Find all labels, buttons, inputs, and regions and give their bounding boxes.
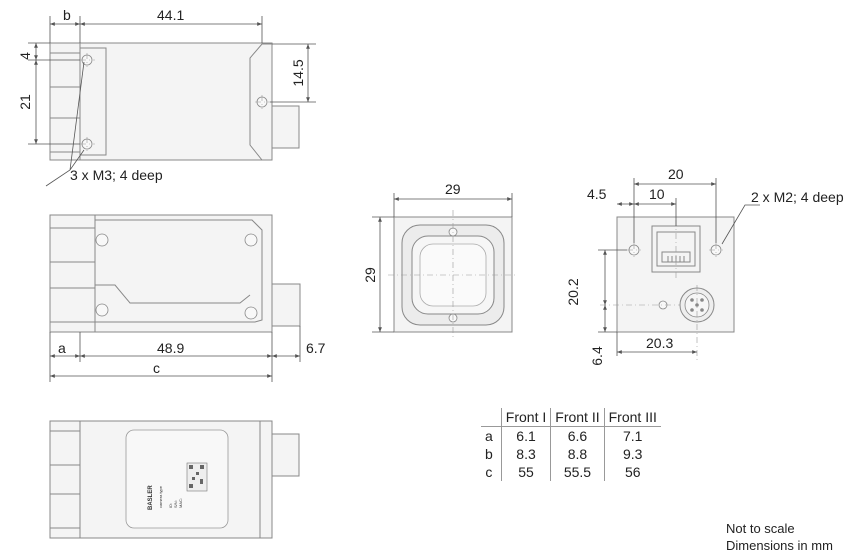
dim-back-10: 10 <box>649 186 665 202</box>
back-view-housing <box>616 216 735 333</box>
table-cell: 8.3 <box>516 446 536 462</box>
mac-line: MAC: <box>178 498 183 508</box>
dim-c-label: c <box>153 360 160 376</box>
back-view: 20 4.5 10 2 x M2; 4 deep 20.2 6.4 20.3 <box>565 166 844 366</box>
row-label: c <box>481 463 502 481</box>
dim-6-7-label: 6.7 <box>306 340 326 356</box>
screw-icon <box>95 233 109 247</box>
thread-note-m2: 2 x M2; 4 deep <box>751 189 844 205</box>
row-label: b <box>481 445 502 463</box>
table-row: b 8.3 8.8 9.3 <box>481 445 661 463</box>
screw-icon <box>244 233 258 247</box>
front-view: 29 29 <box>362 181 518 338</box>
dim-width-label: 44.1 <box>157 7 184 23</box>
units-note: Dimensions in mm <box>726 538 833 553</box>
dim-a-label: a <box>58 340 66 356</box>
table-cell: 55.5 <box>550 463 605 481</box>
screw-icon <box>95 303 109 317</box>
dim-back-20: 20 <box>668 166 684 182</box>
table-cell: 55 <box>518 464 534 480</box>
dim-front-height: 29 <box>362 267 378 283</box>
scale-note: Not to scale <box>726 521 795 536</box>
table-cell: 6.1 <box>516 428 536 444</box>
dim-back-20-3: 20.3 <box>646 335 673 351</box>
dim-back-20-2: 20.2 <box>565 278 581 305</box>
top-view: b 44.1 4 21 14.5 3 x M3; 4 deep <box>17 7 316 187</box>
table-cell: 6.6 <box>550 426 605 445</box>
table-cell: 9.3 <box>603 445 661 463</box>
dim-front-width: 29 <box>445 181 461 197</box>
row-label: a <box>481 426 502 445</box>
table-cell: 8.8 <box>550 445 605 463</box>
table-row: a 6.1 6.6 7.1 <box>481 426 661 445</box>
top-view-connector <box>271 105 300 149</box>
table-header: Front I <box>501 408 551 427</box>
side-view: a 48.9 6.7 c <box>49 214 326 382</box>
dim-back-4-5: 4.5 <box>587 186 607 202</box>
dim-14-5-label: 14.5 <box>290 59 306 86</box>
brand-logo: BASLER <box>148 485 154 510</box>
label-view: BASLER camera type ID: S/N: MAC: <box>49 420 300 539</box>
id-line: ID: <box>168 503 173 508</box>
dim-48-9-label: 48.9 <box>157 340 184 356</box>
screw-icon <box>244 306 258 320</box>
side-view-connector <box>271 283 301 327</box>
sn-line: S/N: <box>173 500 178 508</box>
table-row: c 55 55.5 56 <box>481 463 661 481</box>
thread-note-m3: 3 x M3; 4 deep <box>70 167 163 183</box>
dim-b-label: b <box>63 7 71 23</box>
table-cell: 7.1 <box>603 426 661 445</box>
dim-21-label: 21 <box>17 94 33 110</box>
dim-back-6-4: 6.4 <box>589 346 605 366</box>
table-header: Front III <box>603 408 661 427</box>
product-label <box>125 429 229 529</box>
table-cell: 56 <box>603 463 661 481</box>
table-header: Front II <box>550 408 605 427</box>
top-view-front-mount <box>49 42 81 161</box>
camera-type-text: camera type <box>158 485 163 508</box>
dimension-table: Front I Front II Front III a 6.1 6.6 7.1… <box>481 408 661 481</box>
dim-4-label: 4 <box>17 52 33 60</box>
